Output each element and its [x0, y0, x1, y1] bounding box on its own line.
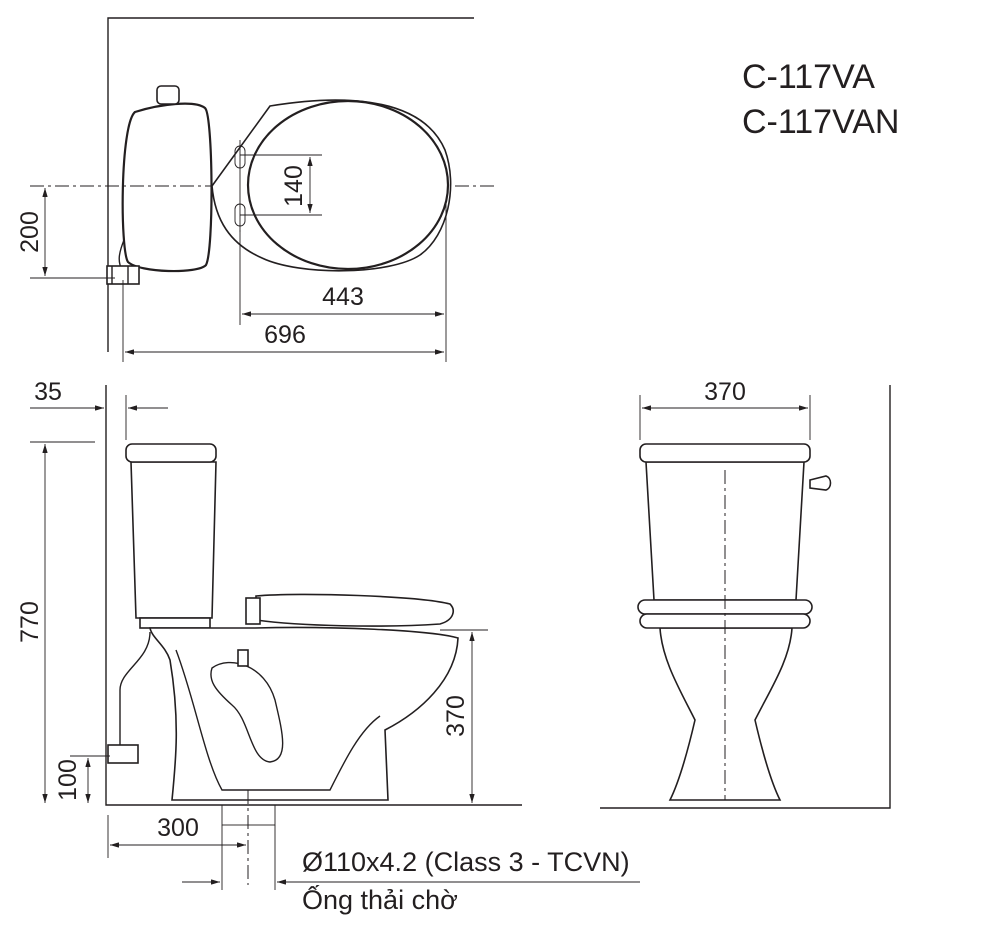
dim-140: 140 [280, 165, 308, 207]
bowl-outline [211, 99, 452, 272]
drain-label: Ống thải chờ [302, 883, 458, 915]
dim-300: 300 [157, 814, 199, 842]
model-name: C-117VA [742, 58, 875, 96]
dim-370-seat: 370 [442, 695, 470, 737]
dim-35: 35 [34, 378, 62, 406]
wall-corner [107, 17, 474, 352]
front-view: 370 [600, 378, 891, 809]
dim-100: 100 [54, 759, 82, 801]
wall-floor [600, 385, 891, 809]
drain-spec: Ø110x4.2 (Class 3 - TCVN) [302, 847, 630, 877]
flush-button [156, 85, 180, 105]
tank-lid [125, 443, 217, 463]
dim-370-width: 370 [704, 378, 746, 406]
dim-200: 200 [16, 211, 44, 253]
seat-hinge [245, 597, 261, 625]
tank-top [121, 102, 213, 273]
seat-lid [246, 99, 450, 271]
supply-hose [119, 631, 151, 745]
model-name: C-117VAN [742, 103, 899, 141]
flush-lever [809, 475, 832, 491]
trap-inner [210, 661, 284, 763]
dim-770: 770 [16, 601, 44, 643]
tank-side [130, 461, 217, 619]
bowl-side [149, 626, 459, 801]
top-view: 140 200 443 696 [16, 17, 497, 362]
wall-floor [105, 385, 522, 806]
trapway [175, 649, 381, 791]
angle-valve [107, 744, 139, 764]
seat-side [255, 593, 454, 627]
side-view: 35 770 100 370 300 [16, 378, 640, 890]
dim-696: 696 [264, 321, 306, 349]
tank-base [139, 617, 211, 629]
bolt [237, 649, 249, 667]
tank-lid [639, 443, 811, 463]
dim-443: 443 [322, 283, 364, 311]
bowl-front [659, 627, 793, 801]
